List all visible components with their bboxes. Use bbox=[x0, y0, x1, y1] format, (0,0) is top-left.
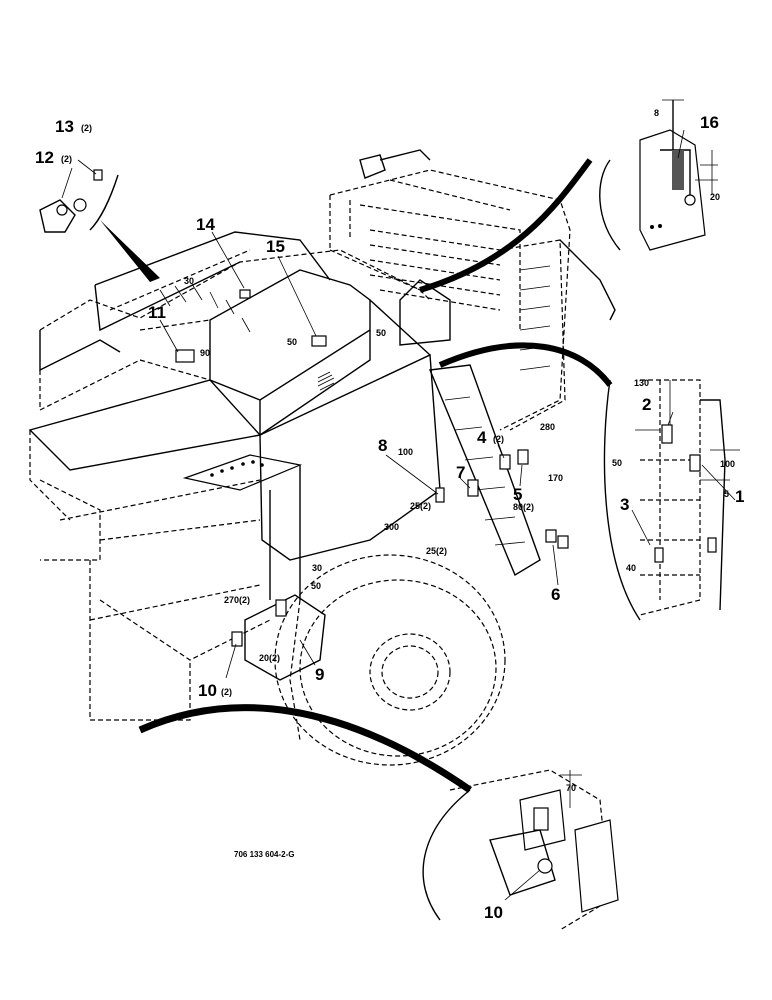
callout-10-main: 10 bbox=[198, 681, 217, 700]
detail-bottom bbox=[138, 704, 619, 931]
callout-2: 2 bbox=[642, 395, 651, 414]
callout-9: 9 bbox=[315, 665, 324, 684]
dim-50-top: 50 bbox=[287, 337, 297, 347]
callout-12: 12 bbox=[35, 148, 54, 167]
callout-13: 13 bbox=[55, 117, 74, 136]
dim-5: 5 bbox=[724, 489, 729, 499]
dim-80: 80(2) bbox=[513, 502, 534, 512]
callout-3: 3 bbox=[620, 495, 629, 514]
part-number: 706 133 604-2-G bbox=[234, 850, 295, 859]
dim-25-upper: 25(2) bbox=[410, 501, 431, 511]
detail-upper-right bbox=[419, 99, 718, 293]
callout-8: 8 bbox=[378, 436, 387, 455]
dim-30-top: 30 bbox=[184, 276, 194, 286]
leader-lines bbox=[61, 129, 736, 901]
dim-170: 170 bbox=[548, 473, 563, 483]
callout-15: 15 bbox=[266, 237, 285, 256]
callout-4-qty: (2) bbox=[493, 434, 504, 444]
dim-50-right: 50 bbox=[376, 328, 386, 338]
dim-270: 270(2) bbox=[224, 595, 250, 605]
dim-70: 70 bbox=[566, 783, 576, 793]
callout-5: 5 bbox=[513, 485, 522, 504]
callout-14: 14 bbox=[196, 215, 215, 234]
callout-1: 1 bbox=[735, 487, 744, 506]
callout-labels: 13 (2) 12 (2) 14 15 11 16 2 1 3 4 (2) 5 … bbox=[35, 113, 744, 922]
callout-7: 7 bbox=[456, 463, 465, 482]
callout-13-qty: (2) bbox=[81, 123, 92, 133]
dim-100-detail: 100 bbox=[720, 459, 735, 469]
dim-90: 90 bbox=[200, 348, 210, 358]
dim-20-front: 20(2) bbox=[259, 653, 280, 663]
callout-10-main-qty: (2) bbox=[221, 687, 232, 697]
dim-280: 280 bbox=[540, 422, 555, 432]
dim-30-front: 30 bbox=[312, 563, 322, 573]
dim-8: 8 bbox=[654, 108, 659, 118]
detail-right bbox=[438, 342, 740, 621]
callout-12-qty: (2) bbox=[61, 154, 72, 164]
dim-25-lower: 25(2) bbox=[426, 546, 447, 556]
dimension-labels: 8 20 30 90 50 50 130 50 100 5 40 280 170… bbox=[184, 108, 735, 793]
dim-300: 300 bbox=[384, 522, 399, 532]
dim-130: 130 bbox=[634, 378, 649, 388]
callout-16: 16 bbox=[700, 113, 719, 132]
callout-11: 11 bbox=[148, 303, 166, 322]
dim-50-front: 50 bbox=[311, 581, 321, 591]
detail-upper-left bbox=[39, 169, 160, 282]
dim-100-side: 100 bbox=[398, 447, 413, 457]
dim-20: 20 bbox=[710, 192, 720, 202]
dim-50-detail: 50 bbox=[612, 458, 622, 468]
callout-4: 4 bbox=[477, 428, 487, 447]
callout-6: 6 bbox=[551, 585, 560, 604]
dim-40: 40 bbox=[626, 563, 636, 573]
callout-10-detail: 10 bbox=[484, 903, 503, 922]
